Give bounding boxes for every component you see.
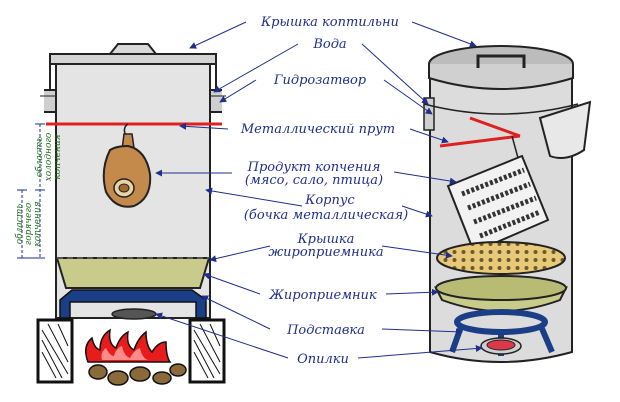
labels: Крышка коптильни Вода Гидрозатвор Металл… bbox=[240, 15, 408, 367]
label-lid: Крышка коптильни bbox=[260, 15, 399, 30]
label-water-seal: Гидрозатвор bbox=[273, 73, 367, 88]
label-water: Вода bbox=[312, 37, 346, 52]
svg-text:горячего: горячего bbox=[24, 202, 34, 245]
right-metal-rod bbox=[439, 134, 521, 148]
left-fat-tray bbox=[55, 257, 211, 289]
left-meat bbox=[102, 123, 152, 208]
right-bacon bbox=[446, 135, 550, 254]
svg-text:холодного: холодного bbox=[44, 132, 54, 181]
right-fat-tray-lid bbox=[436, 241, 566, 275]
left-lid bbox=[49, 53, 217, 65]
pointer-lines bbox=[155, 21, 483, 359]
label-fat-catcher: Жироприемник bbox=[268, 288, 377, 303]
svg-text:область: область bbox=[14, 204, 25, 245]
right-water-seal bbox=[423, 97, 435, 131]
svg-text:копчения: копчения bbox=[53, 134, 63, 179]
label-metal-rod: Металлический прут bbox=[240, 122, 395, 137]
cold-zone-label: область холодного копчения bbox=[34, 132, 63, 181]
label-sawdust: Опилки bbox=[297, 352, 349, 367]
zone-brackets bbox=[17, 123, 45, 259]
svg-text:копчения: копчения bbox=[33, 201, 43, 246]
label-body-2: (бочка металлическая) bbox=[244, 208, 408, 223]
label-body-1: Корпус bbox=[304, 193, 355, 208]
right-smoker bbox=[423, 45, 592, 363]
label-fat-lid-2: жироприемника bbox=[268, 245, 383, 260]
svg-text:область: область bbox=[34, 137, 45, 178]
label-fat-lid-1: Крышка bbox=[297, 232, 355, 247]
fire-flames bbox=[85, 328, 172, 363]
hot-zone-label: область горячего копчения bbox=[14, 201, 43, 246]
left-sawdust-bowl bbox=[111, 308, 157, 320]
right-lid-handle bbox=[476, 54, 526, 68]
label-stand: Подставка bbox=[286, 323, 365, 338]
fire-logs bbox=[88, 363, 187, 386]
left-water-seal bbox=[44, 89, 57, 113]
label-product-2: (мясо, сало, птица) bbox=[245, 173, 383, 188]
left-stand bbox=[59, 289, 207, 319]
right-cutaway bbox=[538, 100, 592, 159]
left-smoker bbox=[36, 43, 226, 386]
left-lid-handle bbox=[109, 43, 157, 55]
label-product-1: Продукт копчения bbox=[247, 160, 381, 175]
